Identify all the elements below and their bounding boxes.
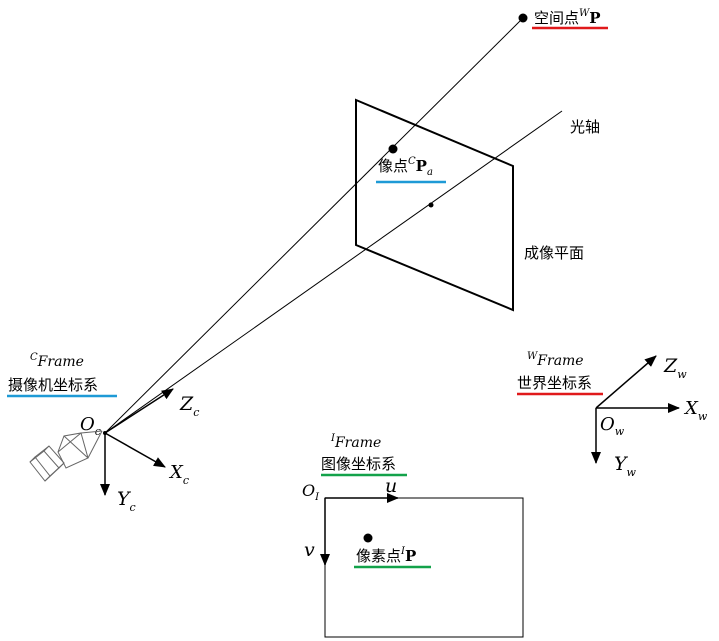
image-plane-label: 成像平面: [524, 244, 584, 262]
camera-y-label: Yc: [117, 488, 136, 514]
camera-origin-label: Oc: [80, 414, 101, 438]
camera-x-label: Xc: [168, 462, 189, 487]
space-point-dot: [518, 13, 528, 23]
principal-point-dot: [428, 202, 434, 208]
image-u-label: u: [385, 475, 397, 497]
camera-icon: [29, 430, 103, 482]
image-rectangle: [324, 497, 524, 638]
optical-axis-line: [104, 110, 563, 434]
optical-axis-label: 光轴: [570, 118, 600, 136]
camera-frame-title: 摄像机坐标系: [8, 376, 98, 394]
image-origin-label: OI: [302, 481, 320, 503]
camera-x-axis: [104, 432, 166, 468]
image-frame-title: 图像坐标系: [321, 455, 396, 473]
space-point-label: 空间点WP: [534, 8, 601, 27]
camera-z-label: Zc: [179, 393, 199, 419]
image-frame-name: IFrame: [330, 433, 381, 451]
world-frame-name: WFrame: [527, 351, 584, 369]
projection-ray: [104, 17, 524, 434]
image-point-label: 像点CPa: [378, 156, 433, 178]
world-origin-label: Ow: [600, 414, 625, 438]
pixel-point-label: 像素点IP: [356, 546, 416, 565]
camera-z-axis: [104, 388, 174, 434]
camera-origin-dot: [103, 431, 107, 435]
world-frame-title: 世界坐标系: [517, 374, 592, 392]
image-v-label: v: [304, 539, 315, 561]
image-plane: [355, 98, 514, 312]
world-z-label: Zw: [663, 355, 687, 381]
image-point-dot: [388, 144, 398, 154]
world-y-label: Yw: [614, 453, 637, 479]
world-x-label: Xw: [683, 398, 708, 423]
world-z-axis: [595, 355, 657, 409]
pixel-point-dot: [363, 533, 373, 543]
camera-frame-name: CFrame: [30, 352, 84, 370]
